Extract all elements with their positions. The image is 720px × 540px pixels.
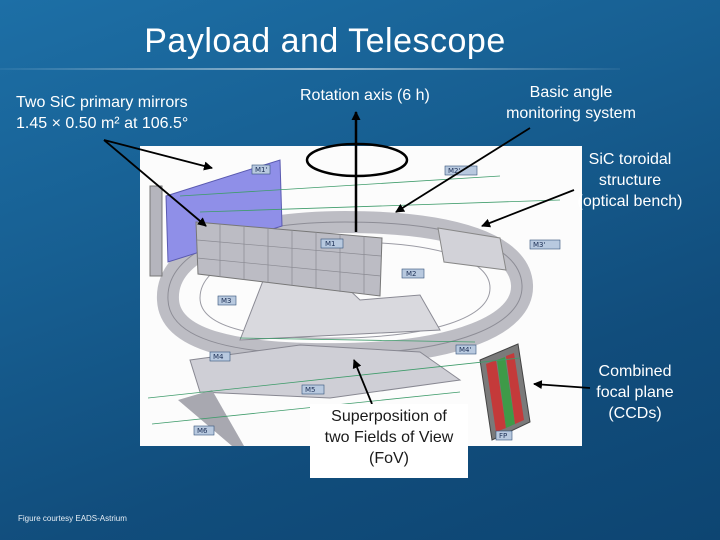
telescope-drawing: M1' M2' M1 M3' M2 M3 M4' M4 M5 M6 FP <box>147 159 561 446</box>
label-torus-line3: (optical bench) <box>577 193 683 210</box>
label-fov-superposition: Superposition of two Fields of View (FoV… <box>310 404 468 478</box>
label-focal-plane: Combined focal plane (CCDs) <box>586 361 684 424</box>
slide-title: Payload and Telescope <box>144 22 506 60</box>
label-primary-mirrors-line2: 1.45 × 0.50 m² at 106.5° <box>16 115 189 132</box>
label-primary-mirrors-line1: Two SiC primary mirrors <box>16 94 188 111</box>
rotation-ellipse <box>305 142 409 178</box>
label-torus-line1: SiC toroidal <box>588 151 672 168</box>
arrow-focal-plane <box>533 380 591 390</box>
tag-m6: M6 <box>197 427 208 435</box>
mirror-lattice-grid <box>196 224 382 294</box>
label-focal-line3: (CCDs) <box>608 405 662 422</box>
arrow-fov <box>352 359 373 405</box>
left-support-leg <box>149 185 163 277</box>
tag-m2-right: M2' <box>448 167 460 175</box>
label-focal-line2: focal plane <box>596 384 674 401</box>
figure-credit: Figure courtesy EADS-Astrium <box>18 514 127 523</box>
tag-fp: FP <box>499 432 507 440</box>
label-torus-line2: structure <box>598 172 662 189</box>
label-primary-mirrors: Two SiC primary mirrors 1.45 × 0.50 m² a… <box>16 92 246 134</box>
label-basic-angle-monitoring: Basic angle monitoring system <box>492 82 650 124</box>
arrow-toroidal <box>481 189 575 228</box>
ccd-array <box>486 353 524 432</box>
tag-m3-right: M3' <box>533 241 545 249</box>
tag-m2: M2 <box>406 270 417 278</box>
primary-mirror-lattice <box>195 221 383 297</box>
tag-m3: M3 <box>221 297 232 305</box>
label-toroidal-structure: SiC toroidal structure (optical bench) <box>568 149 692 212</box>
tag-m1-left: M1' <box>255 166 267 174</box>
tag-m4-right: M4' <box>459 346 471 354</box>
right-arm <box>437 227 507 271</box>
bottom-truss <box>189 344 462 399</box>
arrow-mirror-2 <box>103 139 207 227</box>
label-bam-line1: Basic angle <box>529 84 613 101</box>
component-tags: M1' M2' M1 M3' M2 M3 M4' M4 M5 M6 FP <box>193 164 561 441</box>
tag-m1: M1 <box>325 240 336 248</box>
label-focal-line1: Combined <box>598 363 672 380</box>
label-fov-line3: (FoV) <box>369 450 409 467</box>
label-bam-line2: monitoring system <box>506 105 636 122</box>
label-rotation-axis: Rotation axis (6 h) <box>300 87 430 104</box>
arrow-mirror-1 <box>103 139 213 171</box>
tag-m4: M4 <box>213 353 224 361</box>
tag-m5: M5 <box>305 386 316 394</box>
arrow-basic-angle <box>395 127 531 213</box>
label-fov-line2: two Fields of View <box>324 429 454 446</box>
label-fov-line1: Superposition of <box>331 408 447 425</box>
title-underline <box>0 68 620 70</box>
